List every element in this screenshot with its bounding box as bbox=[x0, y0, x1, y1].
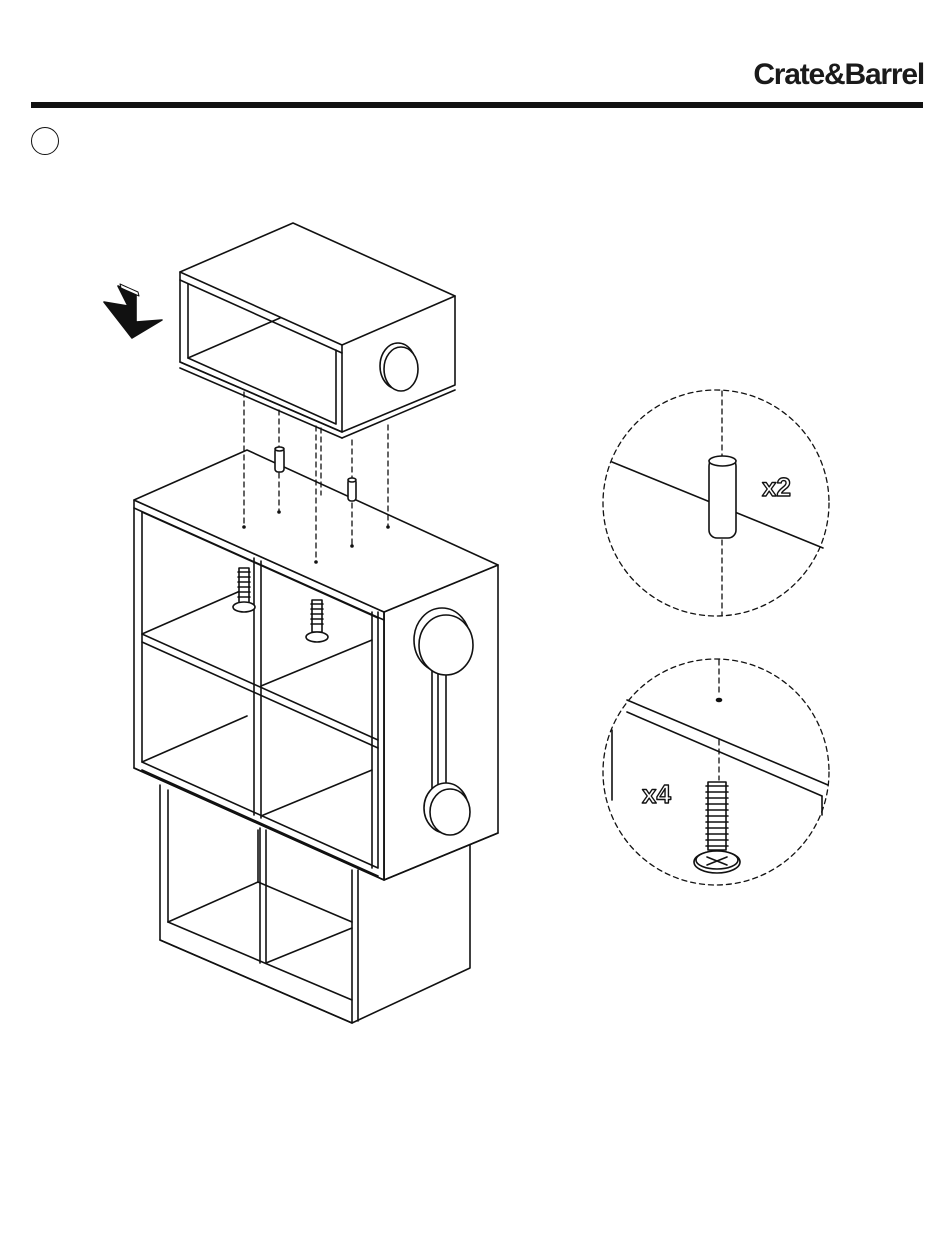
dowel-detail bbox=[603, 390, 829, 616]
screw-detail bbox=[603, 659, 829, 885]
down-arrow-icon bbox=[104, 284, 162, 338]
screw-quantity: x4 bbox=[642, 779, 671, 809]
dowel-quantity: x2 bbox=[762, 472, 791, 502]
upper-box bbox=[180, 223, 455, 438]
